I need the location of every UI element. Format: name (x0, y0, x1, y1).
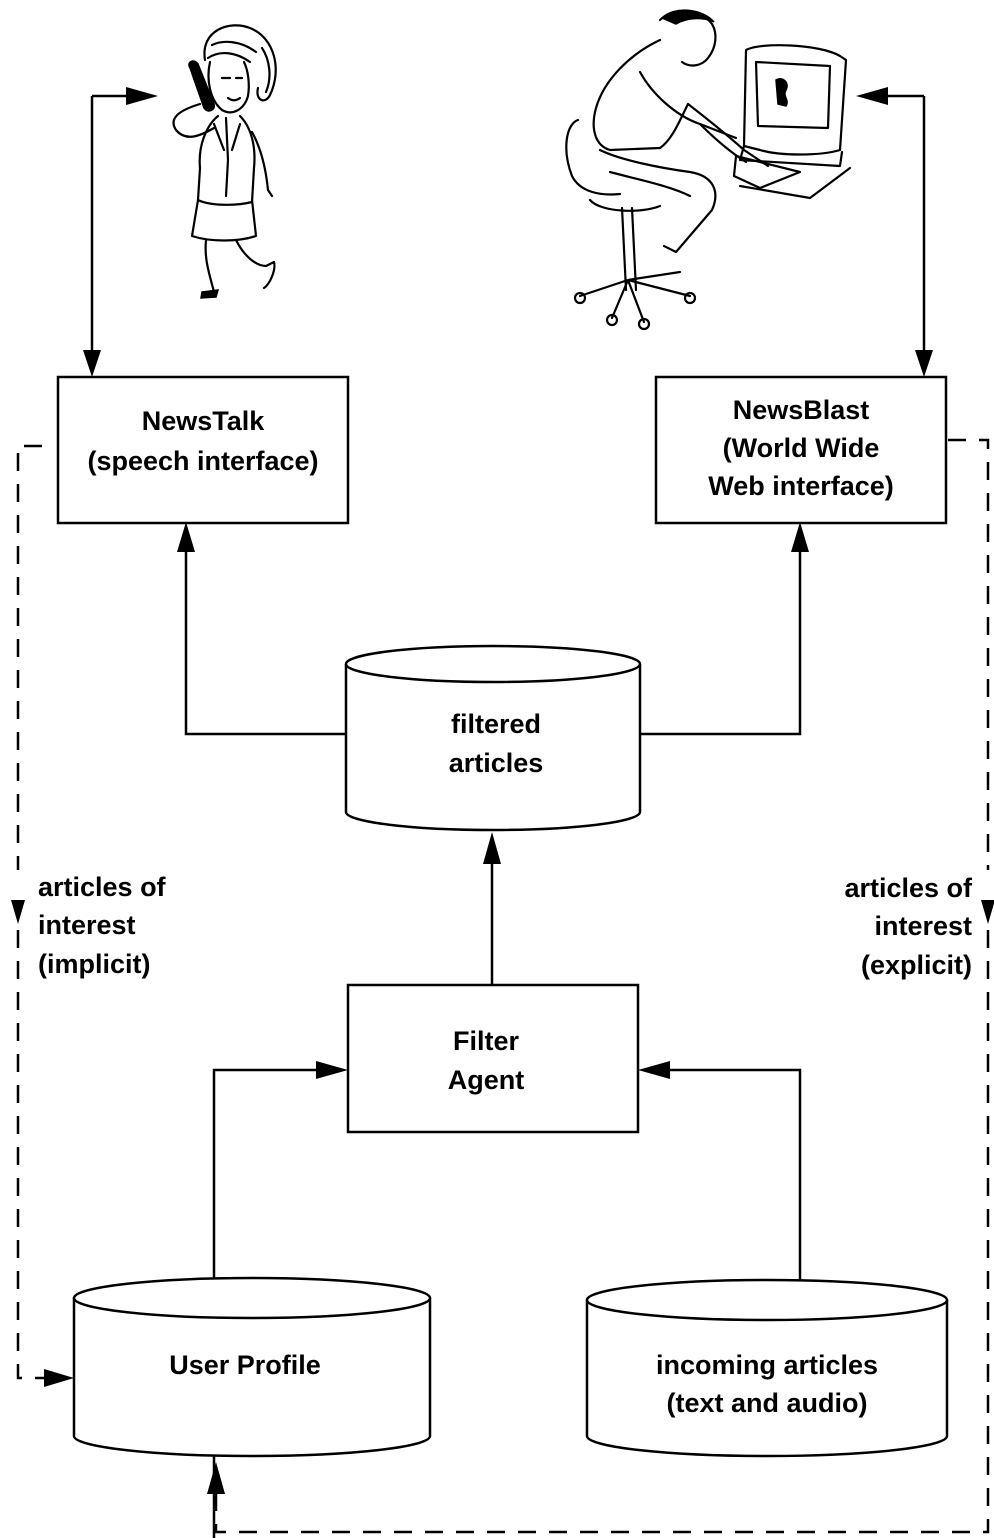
arrow-up-profile-icon (207, 1462, 225, 1494)
explicit-feedback-line (948, 438, 990, 870)
newstalk-box: NewsTalk (speech interface) (56, 375, 350, 525)
explicit-label-line-3: (explicit) (861, 950, 972, 980)
man-at-computer-illustration (565, 9, 852, 331)
arrow-into-profile-icon (44, 1369, 74, 1387)
implicit-label-line-1: articles of (38, 872, 167, 902)
implicit-feedback-label: articles of interest (implicit) (38, 872, 167, 979)
filter-agent-box: Filter Agent (346, 983, 640, 1134)
filter-agent-line-1: Filter (453, 1026, 520, 1056)
newstalk-subtitle: (speech interface) (87, 446, 318, 476)
arrow-to-newstalk-icon (83, 350, 101, 377)
arrow-up-newsblast-icon (791, 522, 809, 552)
incoming-articles-store: incoming articles (text and audio) (585, 1278, 949, 1458)
explicit-label-line-1: articles of (844, 873, 973, 903)
filtered-articles-store: filtered articles (344, 644, 642, 832)
filtered-to-newstalk-line (184, 548, 346, 736)
implicit-label-line-3: (implicit) (38, 949, 151, 979)
user-profile-store: User Profile (72, 1276, 432, 1458)
filtered-articles-line-1: filtered (451, 709, 541, 739)
newsblast-title: NewsBlast (733, 395, 870, 425)
arrow-to-newsblast-icon (915, 350, 933, 377)
arrow-into-agent-left-icon (316, 1061, 348, 1079)
newsblast-box: NewsBlast (World Wide Web interface) (654, 375, 948, 525)
arrow-to-woman-icon (126, 87, 158, 105)
incoming-articles-line-1: incoming articles (656, 1350, 878, 1380)
incoming-to-agent-line (668, 1068, 802, 1300)
arrow-up-filtered-icon (483, 832, 501, 864)
arrow-into-agent-right-icon (638, 1061, 670, 1079)
arrow-up-newstalk-icon (177, 522, 195, 552)
explicit-feedback-label: articles of interest (explicit) (844, 873, 973, 980)
explicit-label-line-2: interest (874, 911, 972, 941)
filtered-to-newsblast-line (640, 548, 802, 736)
arrow-down-explicit-icon (981, 900, 994, 924)
newsblast-line-2: (World Wide (723, 433, 880, 463)
arrow-down-implicit-icon (11, 900, 25, 924)
filter-agent-line-2: Agent (448, 1065, 525, 1095)
filtered-articles-line-2: articles (449, 748, 544, 778)
implicit-feedback-line (16, 444, 42, 870)
user-profile-label: User Profile (169, 1350, 321, 1380)
arrow-to-man-icon (856, 87, 888, 105)
woman-on-phone-illustration (172, 24, 277, 299)
incoming-articles-line-2: (text and audio) (667, 1388, 868, 1418)
newsblast-line-3: Web interface) (708, 471, 894, 501)
implicit-label-line-2: interest (38, 910, 136, 940)
newstalk-title: NewsTalk (142, 406, 266, 436)
